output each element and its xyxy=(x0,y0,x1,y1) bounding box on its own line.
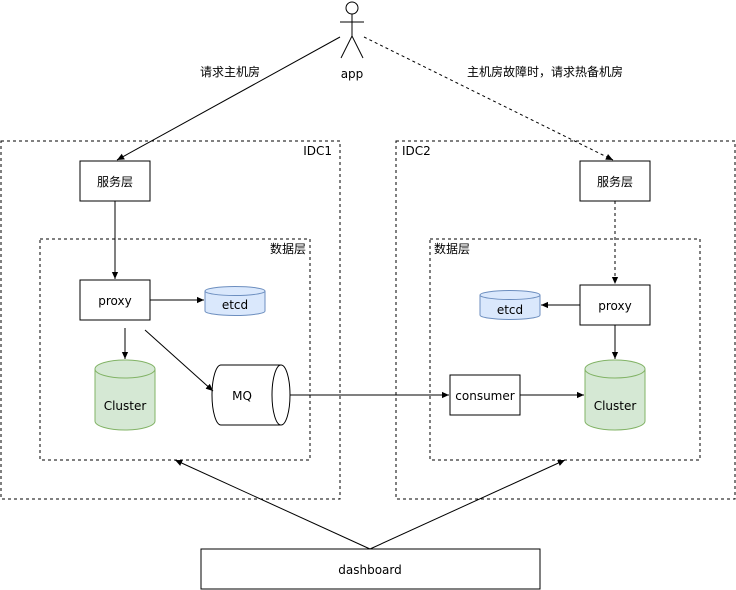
idc1-data-layer-zone: 数据层 xyxy=(39,238,311,461)
idc2-proxy-label: proxy xyxy=(598,299,631,313)
idc1-label: IDC1 xyxy=(303,144,332,158)
consumer-node: consumer xyxy=(449,374,521,416)
idc1-cluster-node: Cluster xyxy=(94,359,156,431)
idc1-cluster-label: Cluster xyxy=(104,399,147,413)
stick-figure-icon xyxy=(340,1,364,59)
primary-request-label: 请求主机房 xyxy=(200,64,260,79)
idc1-zone: IDC1 xyxy=(0,140,341,500)
idc2-etcd-label: etcd xyxy=(497,303,523,317)
idc2-cluster-node: Cluster xyxy=(584,359,646,431)
idc2-cluster-label: Cluster xyxy=(594,399,637,413)
edge-dashboard-to-idc1-data xyxy=(174,459,371,550)
idc2-data-layer-zone: 数据层 xyxy=(429,238,701,461)
mq-label: MQ xyxy=(232,389,252,403)
idc2-service-layer-label: 服务层 xyxy=(597,174,633,189)
idc1-proxy-node: proxy xyxy=(79,279,151,321)
dashboard-label: dashboard xyxy=(338,563,401,577)
idc1-data-layer-label: 数据层 xyxy=(270,241,306,256)
app-actor: app xyxy=(340,1,364,81)
idc2-service-layer-node: 服务层 xyxy=(579,160,651,202)
idc1-service-layer-node: 服务层 xyxy=(79,160,151,202)
idc1-proxy-label: proxy xyxy=(98,294,131,308)
idc1-etcd-label: etcd xyxy=(222,298,248,312)
mq-node: MQ xyxy=(211,364,291,426)
edge-dashboard-to-idc2-data xyxy=(369,459,566,550)
edge-idc1-proxy-to-mq xyxy=(144,329,214,392)
idc1-etcd-node: etcd xyxy=(204,286,266,316)
idc2-etcd-node: etcd xyxy=(479,290,541,320)
idc2-zone: IDC2 xyxy=(395,140,736,500)
dashboard-node: dashboard xyxy=(200,548,541,590)
edge-app-to-idc1: 请求主机房 xyxy=(116,36,341,161)
app-label: app xyxy=(341,67,364,81)
idc2-proxy-node: proxy xyxy=(579,284,651,326)
idc1-service-layer-label: 服务层 xyxy=(97,174,133,189)
failover-request-label: 主机房故障时，请求热备机房 xyxy=(467,64,623,79)
consumer-label: consumer xyxy=(455,389,514,403)
edge-app-to-idc2: 主机房故障时，请求热备机房 xyxy=(363,36,623,161)
idc2-data-layer-label: 数据层 xyxy=(434,241,470,256)
idc2-label: IDC2 xyxy=(402,144,431,158)
